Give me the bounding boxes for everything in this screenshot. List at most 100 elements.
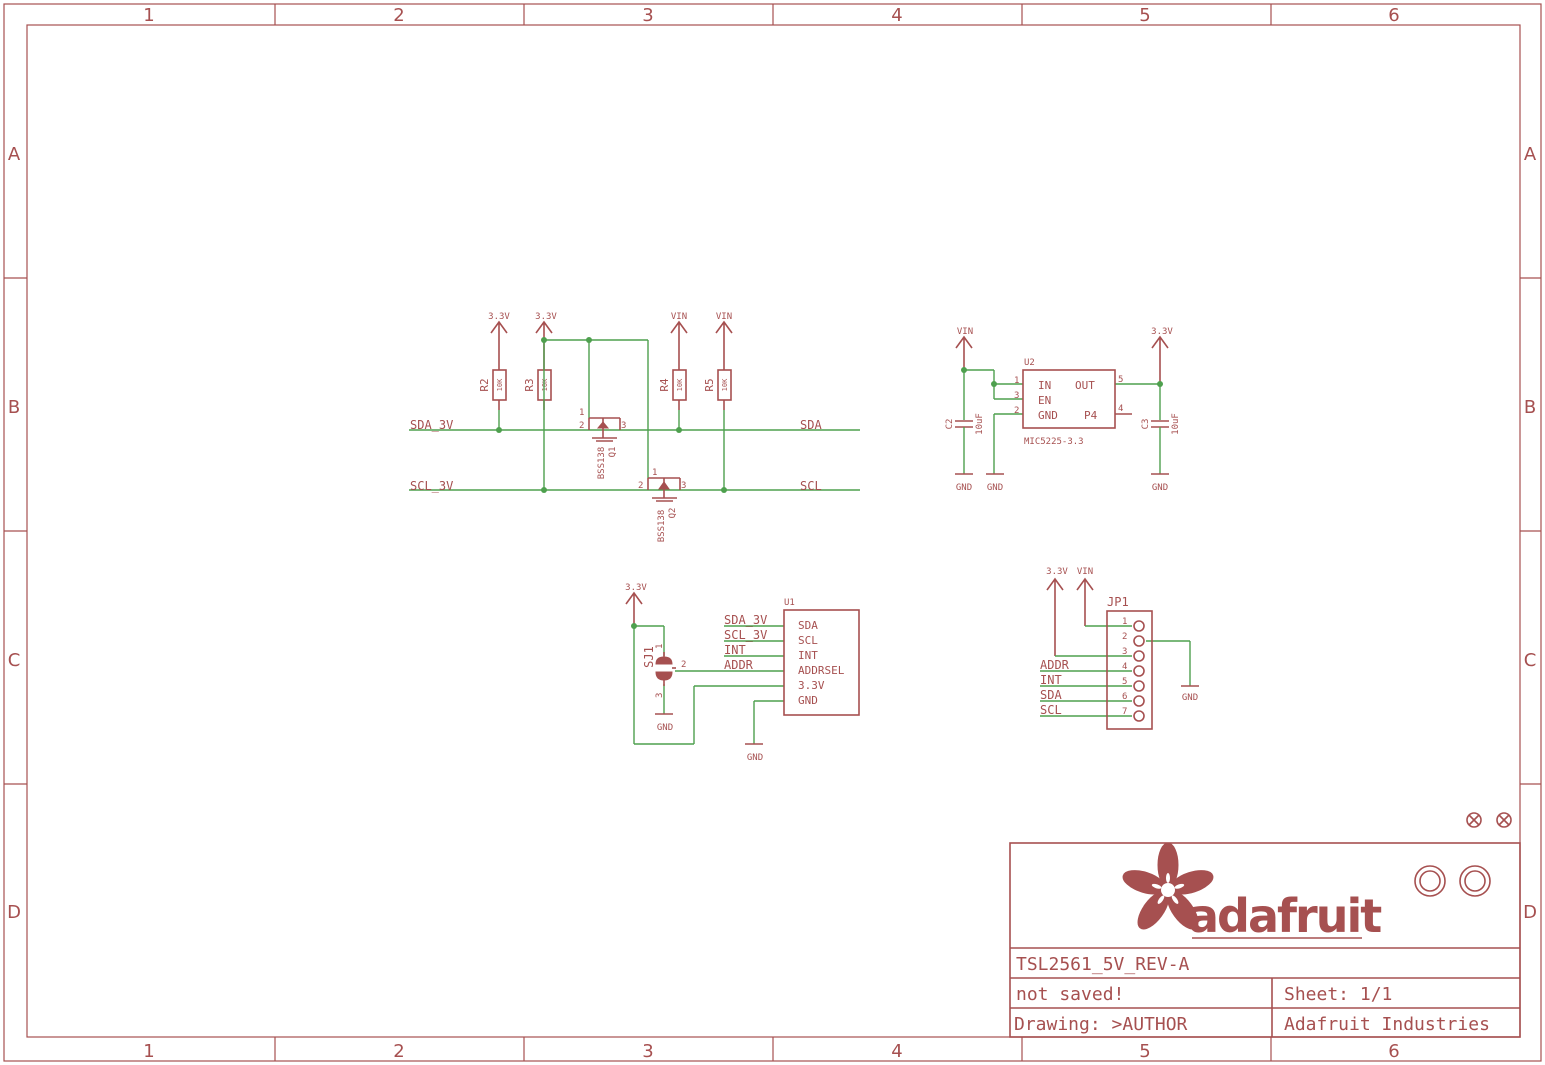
net-label-u1-sda-3v: SDA_3V [724,613,767,627]
svg-text:IN: IN [1038,379,1051,392]
mounting-hole-left-icon [1414,865,1446,897]
svg-text:C2: C2 [945,419,955,430]
title-block: adafruit TSL2561_5V_REV-A not saved! She… [1009,812,1521,1038]
svg-text:3: 3 [681,481,686,491]
svg-text:3.3V: 3.3V [535,312,557,322]
frame-row-left-c: C [8,650,21,671]
solder-jumper-sj1: SJ1 1 2 3 [642,644,686,698]
svg-text:JP1: JP1 [1107,595,1129,609]
frame-row-left-a: A [8,144,21,165]
svg-text:GND: GND [987,483,1003,493]
svg-text:1: 1 [1122,617,1127,627]
svg-text:3.3V: 3.3V [798,679,825,692]
frame-col-bottom-3: 3 [642,1041,653,1062]
svg-text:10K: 10K [721,378,729,391]
frame-row-left-b: B [8,397,20,418]
net-label-u1-addr: ADDR [724,658,754,672]
svg-text:3: 3 [621,421,626,431]
svg-text:OUT: OUT [1075,379,1095,392]
supply-symbol-3v3-header: 3.3V [1046,567,1068,656]
svg-text:INT: INT [798,649,818,662]
svg-text:10K: 10K [496,378,504,391]
resistor-r4: 10K R4 [658,369,687,410]
frame-row-right-d: D [1523,902,1537,923]
frame-row-right-c: C [1524,650,1537,671]
adafruit-flower-icon [1122,842,1214,930]
svg-text:5: 5 [1118,375,1123,385]
supply-symbol-3v3-reg: 3.3V [1151,327,1173,384]
fiducial-x-left-icon [1466,812,1482,828]
header-wires [1040,625,1191,717]
svg-text:GND: GND [747,753,763,763]
svg-text:4: 4 [1118,404,1123,414]
drawing-frame: 1 2 3 4 5 6 1 2 3 4 5 6 A B C D A B C D [3,3,1542,1062]
net-label-jp1-sda: SDA [1040,688,1062,702]
mounting-hole-right-icon [1459,865,1491,897]
svg-text:U2: U2 [1024,358,1035,368]
sensor-wires [631,623,784,745]
ground-symbol-jp1: GND [1181,685,1199,703]
resistor-r5: 10K R5 [703,369,732,410]
sheet-number: Sheet: 1/1 [1284,984,1392,1005]
sensor-u1: U1 SDA SCL INT ADDRSEL 3.3V GND [783,598,860,716]
svg-text:GND: GND [956,483,972,493]
svg-text:3.3V: 3.3V [1151,327,1173,337]
svg-text:R5: R5 [703,378,716,391]
net-label-jp1-int: INT [1040,673,1062,687]
svg-text:GND: GND [657,723,673,733]
svg-text:VIN: VIN [1077,567,1093,577]
svg-text:Q1: Q1 [608,447,618,458]
frame-col-bottom-1: 1 [143,1041,154,1062]
frame-col-top-3: 3 [642,5,653,26]
svg-text:3: 3 [655,693,665,698]
svg-text:R3: R3 [523,378,536,391]
frame-col-top-2: 2 [393,5,404,26]
ground-symbol-u2: GND [986,473,1004,493]
supply-symbol-r4: VIN [670,312,688,370]
svg-text:2: 2 [638,481,643,491]
net-label-jp1-addr: ADDR [1040,658,1070,672]
level-shifter-section: 3.3V 3.3V VIN VIN 10K R2 10K R3 [409,312,860,542]
resistor-r2: 10K R2 [478,369,507,410]
supply-symbol-vin-header: VIN [1076,567,1094,626]
capacitor-c3: C3 10uF [1141,413,1181,474]
company-name: Adafruit Industries [1284,1014,1490,1035]
supply-symbol-3v3-sensor: 3.3V [625,583,647,626]
frame-col-bottom-6: 6 [1388,1041,1399,1062]
frame-col-bottom-2: 2 [393,1041,404,1062]
supply-symbol-vin-reg: VIN [955,327,973,370]
svg-text:4: 4 [1122,662,1127,672]
regulator-wires [961,367,1163,474]
net-label-scl-3v: SCL_3V [410,479,453,493]
svg-text:U1: U1 [784,598,795,608]
svg-text:3.3V: 3.3V [488,312,510,322]
svg-text:VIN: VIN [716,312,732,322]
svg-text:2: 2 [681,660,686,670]
svg-text:GND: GND [1038,409,1058,422]
svg-text:GND: GND [798,694,818,707]
ground-symbol-sj1: GND [655,713,673,733]
header-jp1: JP1 1 2 3 4 5 6 7 [1106,595,1153,730]
fiducial-x-right-icon [1496,812,1512,828]
svg-text:1: 1 [1014,376,1019,386]
capacitor-c2: C2 10uF [945,413,985,474]
frame-col-bottom-5: 5 [1139,1041,1150,1062]
svg-text:Q2: Q2 [668,508,678,519]
svg-text:GND: GND [1152,483,1168,493]
save-status: not saved! [1016,984,1124,1005]
svg-text:6: 6 [1122,692,1127,702]
svg-text:3.3V: 3.3V [625,583,647,593]
svg-text:R2: R2 [478,378,491,391]
svg-text:GND: GND [1182,693,1198,703]
svg-text:3: 3 [1122,647,1127,657]
svg-text:10K: 10K [541,378,549,391]
svg-text:EN: EN [1038,394,1051,407]
svg-text:5: 5 [1122,677,1127,687]
level-shifter-wires [409,337,860,493]
regulator-u2: U2 1 3 2 IN EN GND OUT P4 5 4 MIC5225-3.… [1014,358,1132,447]
net-label-scl: SCL [800,479,822,493]
svg-text:10uF: 10uF [1171,413,1181,435]
supply-symbol-r5: VIN [715,312,733,370]
svg-text:2: 2 [579,421,584,431]
svg-text:SCL: SCL [798,634,818,647]
